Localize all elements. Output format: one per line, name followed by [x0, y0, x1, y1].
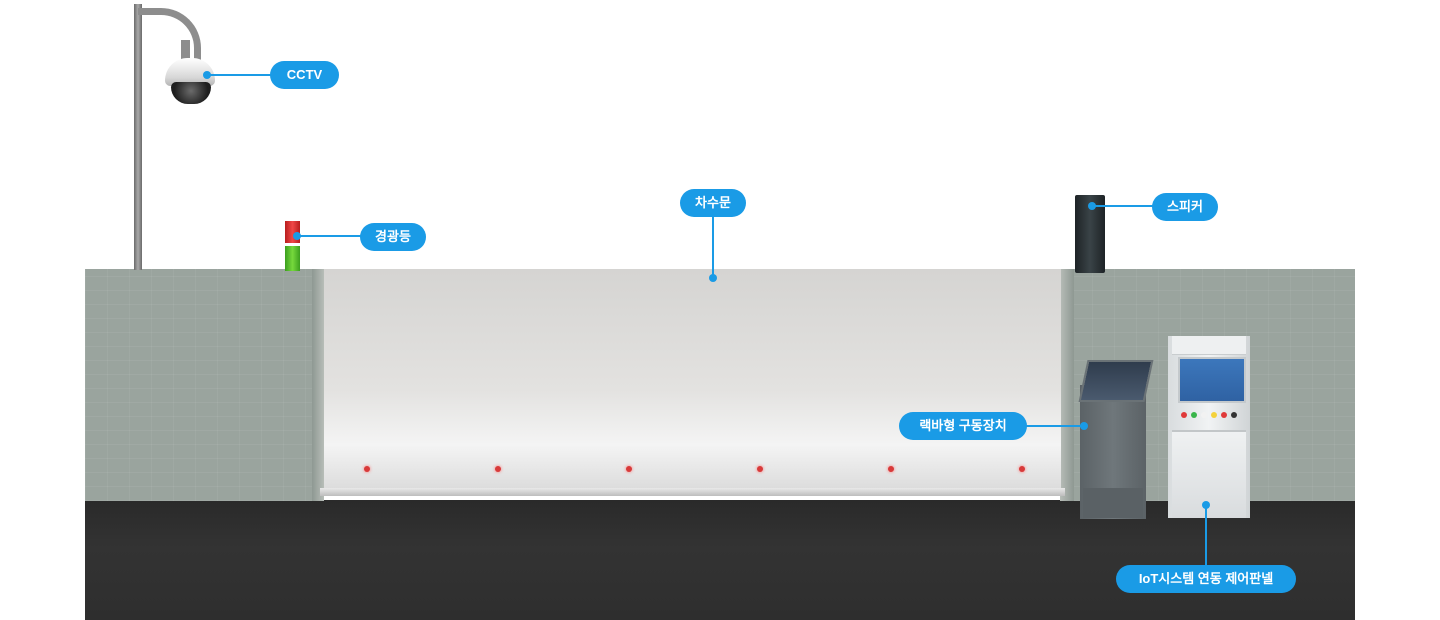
callout-line-warning-light [297, 235, 363, 237]
cctv-pole [134, 4, 142, 270]
callout-line-iot-panel [1205, 505, 1207, 567]
gate-sensor [495, 466, 501, 472]
gate-sensor [1019, 466, 1025, 472]
control-panel-indicator [1181, 412, 1187, 418]
gate-sensor [888, 466, 894, 472]
label-rack-drive: 랙바형 구동장치 [899, 412, 1027, 440]
cctv-mount [181, 40, 190, 64]
label-flood-gate: 차수문 [680, 189, 746, 217]
label-iot-panel: IoT시스템 연동 제어판넬 [1116, 565, 1296, 593]
control-panel-indicator [1201, 412, 1207, 418]
label-cctv: CCTV [270, 61, 339, 89]
callout-line-cctv [207, 74, 273, 76]
road-surface [85, 500, 1355, 620]
gate-sensor [626, 466, 632, 472]
right-wall-edge [1060, 269, 1074, 501]
gate-sill [320, 488, 1065, 496]
left-wall [85, 269, 320, 501]
cctv-lens [171, 82, 211, 104]
label-speaker: 스피커 [1152, 193, 1218, 221]
control-panel-indicator [1231, 412, 1237, 418]
label-warning-light: 경광등 [360, 223, 426, 251]
gate-sensor [757, 466, 763, 472]
callout-dot-flood-gate [709, 274, 717, 282]
control-panel-indicator [1191, 412, 1197, 418]
left-wall-edge [312, 269, 324, 501]
cctv-arm [138, 8, 201, 75]
control-panel-indicator [1211, 412, 1217, 418]
control-panel-indicator [1221, 412, 1227, 418]
rack-drive-foot [1083, 488, 1143, 518]
rack-drive-top [1078, 360, 1154, 402]
callout-line-rack-drive [1024, 425, 1084, 427]
callout-dot-rack-drive [1080, 422, 1088, 430]
control-panel-head [1172, 336, 1246, 355]
callout-line-flood-gate [712, 216, 714, 277]
warning-light-green [285, 246, 300, 271]
callout-line-speaker [1092, 205, 1156, 207]
control-panel-screen [1178, 357, 1246, 403]
flood-gate [324, 269, 1061, 489]
gate-sensor [364, 466, 370, 472]
